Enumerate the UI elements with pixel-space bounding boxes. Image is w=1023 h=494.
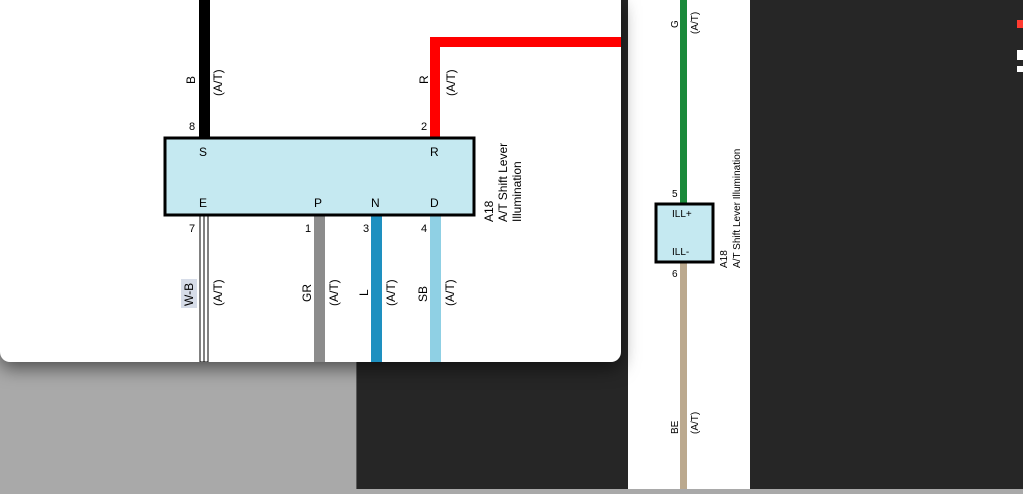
connector-name-left-line1: A/T Shift Lever (496, 143, 510, 222)
terminal-name-ill-plus: ILL+ (672, 209, 692, 220)
wire-label-b: B (184, 76, 198, 84)
connector-box-a18-illumination[interactable] (654, 202, 715, 264)
wire-g[interactable] (680, 0, 687, 204)
pin-number-7: 7 (189, 223, 195, 235)
wire-label-g: G (670, 20, 681, 28)
right-diagram-panel: ILL+ ILL- 5 6 G (A/T) BE (A/T) A18 A/T S… (628, 0, 750, 489)
pin-number-1: 1 (305, 223, 311, 235)
pin-number-8: 8 (189, 121, 195, 133)
wire-sb[interactable] (430, 216, 441, 362)
terminal-name-d: D (430, 196, 439, 210)
edge-marker-white (1017, 50, 1023, 60)
terminal-name-n: N (371, 196, 380, 210)
wire-label-be: BE (670, 420, 681, 434)
wire-note-b: (A/T) (211, 69, 225, 96)
connector-id-left: A18 (482, 200, 496, 222)
terminal-name-e: E (199, 196, 207, 210)
pin-number-2: 2 (421, 121, 427, 133)
wire-label-r: R (417, 75, 431, 84)
pin-number-3: 3 (363, 223, 369, 235)
wire-r[interactable] (430, 37, 621, 138)
wire-note-g: (A/T) (690, 12, 701, 34)
edge-markers (1017, 20, 1023, 72)
connector-box-a18[interactable] (163, 136, 476, 217)
wire-l[interactable] (371, 216, 382, 362)
wire-note-sb: (A/T) (443, 279, 457, 306)
connector-id-right: A18 (719, 250, 730, 268)
wire-be[interactable] (680, 262, 687, 489)
edge-marker-red (1017, 20, 1023, 28)
connector-name-right: A/T Shift Lever Illumination (732, 149, 743, 268)
edge-marker-white-2 (1017, 66, 1023, 72)
pin-number-4: 4 (421, 223, 427, 235)
wire-note-gr: (A/T) (327, 279, 341, 306)
terminal-name-s: S (199, 145, 207, 159)
wire-note-be: (A/T) (690, 412, 701, 434)
pin-number-5: 5 (672, 189, 678, 200)
wire-b[interactable] (199, 0, 210, 138)
terminal-name-ill-minus: ILL- (672, 247, 689, 258)
wire-note-r: (A/T) (444, 69, 458, 96)
pin-number-6: 6 (672, 269, 678, 280)
wire-note-l: (A/T) (384, 279, 398, 306)
wire-note-w-b: (A/T) (211, 279, 225, 306)
front-diagram-window: S R E P N D 8 2 7 1 3 4 B (A/T) R (A/T) … (0, 0, 621, 362)
left-wiring-diagram: S R E P N D 8 2 7 1 3 4 B (A/T) R (A/T) … (163, 0, 621, 362)
connector-name-left-line2: Illumination (510, 161, 524, 222)
wire-label-gr: GR (300, 284, 314, 302)
terminal-name-p: P (314, 196, 322, 210)
right-wiring-diagram: ILL+ ILL- 5 6 G (A/T) BE (A/T) A18 A/T S… (654, 0, 743, 489)
wire-gr[interactable] (314, 216, 325, 362)
wire-label-w-b-highlight (181, 279, 197, 308)
wire-label-sb: SB (416, 286, 430, 302)
wire-label-w-b: W-B (182, 283, 196, 306)
terminal-name-r: R (430, 145, 439, 159)
wire-label-l: L (357, 289, 371, 296)
